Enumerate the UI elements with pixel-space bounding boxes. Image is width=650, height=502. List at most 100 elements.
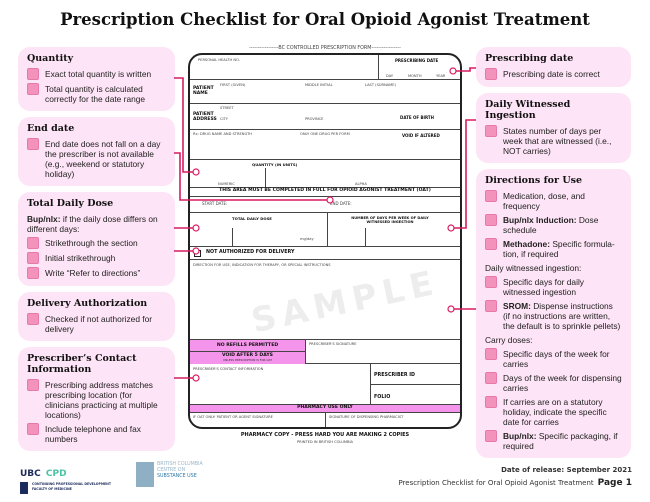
connector-witnessed xyxy=(454,119,476,229)
witnessed-panel: Daily Witnessed Ingestion States number … xyxy=(476,93,631,163)
checkbox[interactable] xyxy=(485,190,497,202)
connector-dot xyxy=(447,224,455,232)
copy-note: PHARMACY COPY - PRESS HARD YOU ARE MAKIN… xyxy=(240,432,410,438)
footer-doc-info: Prescription Checklist for Oral Opioid A… xyxy=(398,478,632,488)
delivery-panel: Delivery Authorization Checked if not au… xyxy=(18,292,175,341)
label: STREET xyxy=(220,106,234,110)
checkbox[interactable] xyxy=(27,252,39,264)
label: PATIENT NAME xyxy=(193,86,214,96)
checkbox[interactable] xyxy=(27,313,39,325)
logo-text: BRITISH COLUMBIA xyxy=(157,462,203,467)
checklist-item: Exact total quantity is written xyxy=(27,68,166,80)
prescription-form: PERSONAL HEALTH NO. PRESCRIBING DATE DAY… xyxy=(188,53,462,429)
item-text: Prescribing address matches prescribing … xyxy=(45,380,158,420)
label: LAST (SURNAME) xyxy=(365,83,396,87)
label: PRESCRIBER'S SIGNATURE xyxy=(309,342,357,346)
label: IF OAT ONLY: PATIENT OR AGENT SIGNATURE xyxy=(193,415,273,419)
checklist-item: Prescribing date is correct xyxy=(485,68,622,80)
page-title: Prescription Checklist for Oral Opioid A… xyxy=(60,10,590,29)
label: PROVINCE xyxy=(305,117,324,121)
label: MONTH xyxy=(408,74,422,78)
intro-bold: Bup/nlx: xyxy=(27,214,61,224)
checklist-item: Prescribing address matches prescribing … xyxy=(27,379,166,420)
connector-dot xyxy=(447,305,455,313)
label: PHARMACY USE ONLY xyxy=(297,405,353,410)
item-text: Checked if not authorized for delivery xyxy=(45,314,153,334)
item-bold: Bup/nlx: xyxy=(503,431,537,441)
checkbox[interactable] xyxy=(485,276,497,288)
label: MIDDLE INITIAL xyxy=(305,83,333,87)
connector-dot xyxy=(192,247,200,255)
checklist-item: Strikethrough the section xyxy=(27,237,166,249)
checkbox[interactable] xyxy=(485,214,497,226)
total-daily-dose-panel: Total Daily Dose Bup/nlx: if the daily d… xyxy=(18,192,175,286)
checkbox[interactable] xyxy=(485,125,497,137)
checklist-item: States number of days per week that are … xyxy=(485,125,622,156)
bccsu-mark-icon xyxy=(136,462,154,487)
checkbox[interactable] xyxy=(27,237,39,249)
checkbox[interactable] xyxy=(27,83,39,95)
checkbox[interactable] xyxy=(27,267,39,279)
checklist-item: Bup/nlx Induction: Dose schedule xyxy=(485,214,622,235)
item-text: SROM: Dispense instructions (if no instr… xyxy=(503,301,622,331)
page-number: Page 1 xyxy=(597,478,632,488)
dates-row: START DATE: END DATE: xyxy=(190,197,460,213)
item-bold: Bup/nlx Induction: xyxy=(503,215,577,225)
connector-prescribing-date xyxy=(456,67,476,72)
label: PATIENT ADDRESS xyxy=(193,112,217,122)
label: TOTAL DAILY DOSE xyxy=(232,216,272,221)
form-header: -----------------BC CONTROLLED PRESCRIPT… xyxy=(249,46,401,51)
label: FIRST (GIVEN) xyxy=(220,83,246,87)
label: PRESCRIBING DATE xyxy=(395,58,439,63)
label: START DATE: xyxy=(202,201,228,206)
checkbox[interactable] xyxy=(485,348,497,360)
checkbox[interactable] xyxy=(485,430,497,442)
item-text: Specific days for daily witnessed ingest… xyxy=(503,277,622,297)
logo-text: FACULTY OF MEDICINE xyxy=(32,487,72,491)
phn-row: PERSONAL HEALTH NO. PRESCRIBING DATE DAY… xyxy=(190,55,460,80)
panel-heading: Daily Witnessed Ingestion xyxy=(485,99,571,121)
logo-ubc: UBC xyxy=(20,469,41,479)
item-text: Specific days of the week for carries xyxy=(503,349,622,369)
checkbox[interactable] xyxy=(27,379,39,391)
label: DIRECTION FOR USE, INDICATION FOR THERAP… xyxy=(193,263,331,267)
label: NUMBER OF DAYS PER WEEK OF DAILY WITNESS… xyxy=(351,216,429,224)
checklist-item: Medication, dose, and frequency xyxy=(485,190,622,211)
checkbox[interactable] xyxy=(485,300,497,312)
subheading: Daily witnessed ingestion: xyxy=(485,263,582,273)
label: PRESCRIBER'S CONTACT INFORMATION xyxy=(193,367,264,371)
panel-intro: Bup/nlx: if the daily dose differs on di… xyxy=(27,214,166,234)
connector-dot xyxy=(449,67,457,75)
label: PERSONAL HEALTH NO. xyxy=(198,58,240,62)
checkbox[interactable] xyxy=(485,372,497,384)
directions-panel: Directions for Use Medication, dose, and… xyxy=(476,169,631,458)
checkbox[interactable] xyxy=(485,238,497,250)
connector-dot xyxy=(192,224,200,232)
directions-row: DIRECTION FOR USE, INDICATION FOR THERAP… xyxy=(190,260,460,340)
item-text: Methadone: Specific formula-tion, if req… xyxy=(503,239,622,259)
checklist-item: Write “Refer to directions” xyxy=(27,267,166,279)
label: QUANTITY (IN UNITS) xyxy=(252,162,298,167)
label: YEAR xyxy=(436,74,446,78)
checkbox[interactable] xyxy=(27,423,39,435)
label: FOLIO xyxy=(374,395,391,400)
label: NUMERIC xyxy=(218,182,235,186)
item-text: Days of the week for dispensing carries xyxy=(503,373,622,393)
logo-text: SUBSTANCE USE xyxy=(157,474,197,479)
label: ONLY ONE DRUG PER FORM xyxy=(300,132,350,136)
printed-note: PRINTED IN BRITISH COLUMBIA xyxy=(297,440,353,444)
label: ALPHA xyxy=(355,182,367,186)
checkbox[interactable] xyxy=(27,138,39,150)
checkbox[interactable] xyxy=(485,68,497,80)
patient-address-row: STREET PATIENT ADDRESS CITY PROVINCE DAT… xyxy=(190,104,460,130)
checkbox[interactable] xyxy=(27,68,39,80)
item-text: Total quantity is calculated correctly f… xyxy=(45,84,146,104)
pharmacy-use-row: PHARMACY USE ONLY xyxy=(190,405,460,413)
checkbox[interactable] xyxy=(485,396,497,408)
item-body: Specific packaging, if required xyxy=(503,431,618,451)
item-text: Exact total quantity is written xyxy=(45,69,152,79)
panel-heading: End date xyxy=(27,123,75,134)
checklist-item: End date does not fall on a day the pres… xyxy=(27,138,166,179)
item-body: Specific formula-tion, if required xyxy=(503,239,615,259)
label: THIS AREA MUST BE COMPLETED IN FULL FOR … xyxy=(219,188,431,193)
